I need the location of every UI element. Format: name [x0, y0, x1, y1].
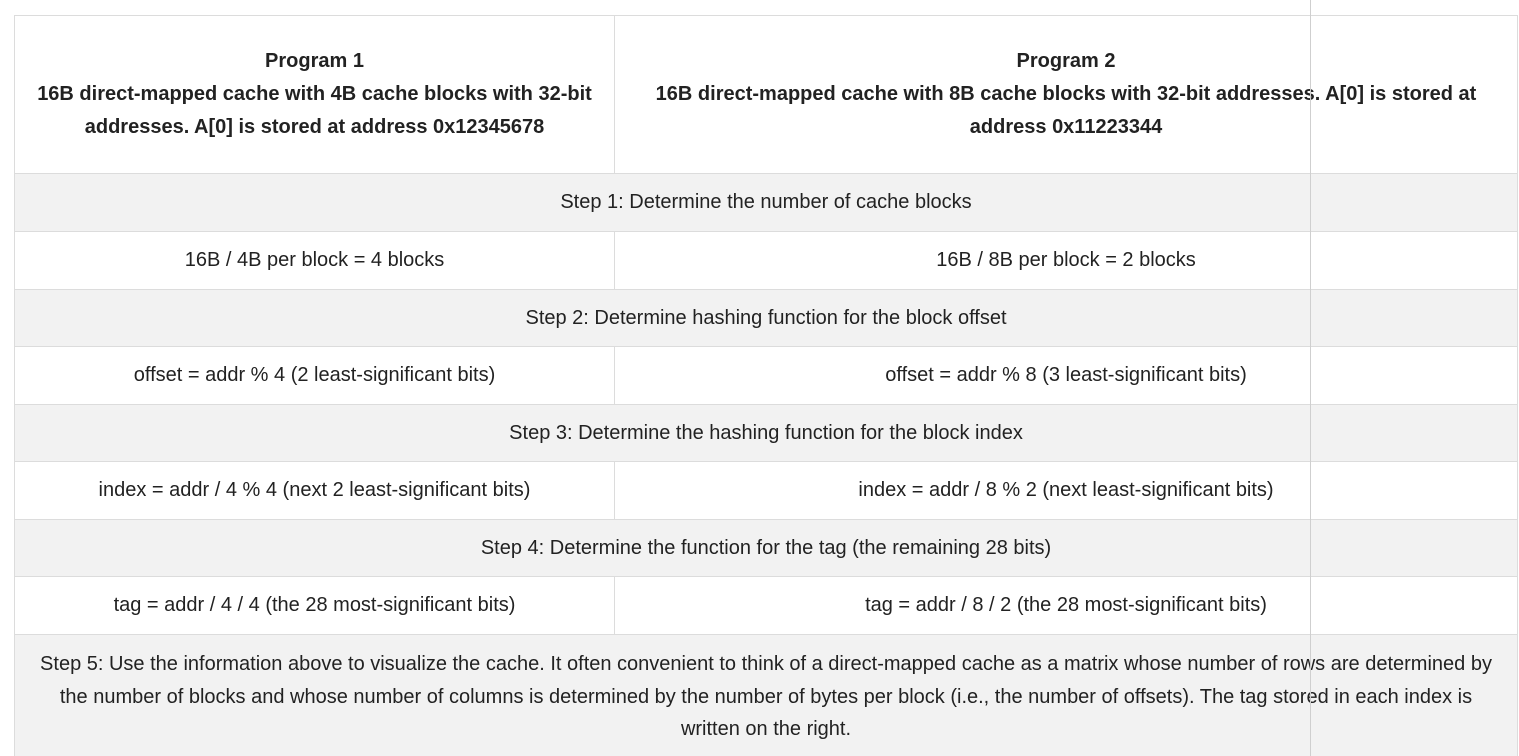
step2-row: Step 2: Determine hashing function for t…	[14, 289, 1518, 347]
step4-program2-value: tag = addr / 8 / 2 (the 28 most-signific…	[614, 576, 1518, 635]
step3-row: Step 3: Determine the hashing function f…	[14, 404, 1518, 462]
step4-program1-value: tag = addr / 4 / 4 (the 28 most-signific…	[14, 576, 615, 635]
step1-program1-value: 16B / 4B per block = 4 blocks	[14, 231, 615, 290]
step4-row: Step 4: Determine the function for the t…	[14, 519, 1518, 577]
step2-program2-value: offset = addr % 8 (3 least-significant b…	[614, 346, 1518, 405]
program1-header: Program 1 16B direct-mapped cache with 4…	[14, 15, 615, 174]
column-divider-artifact	[1310, 0, 1311, 756]
step3-label: Step 3: Determine the hashing function f…	[14, 404, 1518, 462]
step2-program1-value: offset = addr % 4 (2 least-significant b…	[14, 346, 615, 405]
step1-label: Step 1: Determine the number of cache bl…	[14, 173, 1518, 232]
step3-values-row: index = addr / 4 % 4 (next 2 least-signi…	[14, 461, 1518, 520]
table-header-row: Program 1 16B direct-mapped cache with 4…	[14, 15, 1518, 174]
program1-title: Program 1	[265, 50, 364, 72]
step1-values-row: 16B / 4B per block = 4 blocks 16B / 8B p…	[14, 231, 1518, 290]
program2-header: Program 2 16B direct-mapped cache with 8…	[614, 15, 1518, 174]
step5-label: Step 5: Use the information above to vis…	[14, 634, 1518, 756]
cache-comparison-table: Program 1 16B direct-mapped cache with 4…	[14, 15, 1518, 756]
step3-program2-value: index = addr / 8 % 2 (next least-signifi…	[614, 461, 1518, 520]
step3-program1-value: index = addr / 4 % 4 (next 2 least-signi…	[14, 461, 615, 520]
step2-values-row: offset = addr % 4 (2 least-significant b…	[14, 346, 1518, 405]
step2-label: Step 2: Determine hashing function for t…	[14, 289, 1518, 347]
step5-row: Step 5: Use the information above to vis…	[14, 634, 1518, 756]
step1-row: Step 1: Determine the number of cache bl…	[14, 173, 1518, 232]
step4-label: Step 4: Determine the function for the t…	[14, 519, 1518, 577]
step4-values-row: tag = addr / 4 / 4 (the 28 most-signific…	[14, 576, 1518, 635]
cache-table-container: Program 1 16B direct-mapped cache with 4…	[14, 15, 1518, 756]
program2-description: 16B direct-mapped cache with 8B cache bl…	[655, 83, 1477, 138]
program1-description: 16B direct-mapped cache with 4B cache bl…	[37, 83, 592, 138]
step1-program2-value: 16B / 8B per block = 2 blocks	[614, 231, 1518, 290]
program2-title: Program 2	[1016, 50, 1116, 72]
